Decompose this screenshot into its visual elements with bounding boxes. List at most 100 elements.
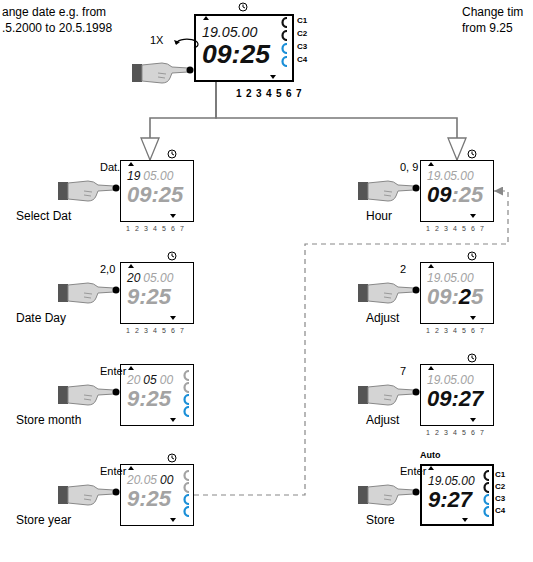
weekday-number: 2 [135,225,139,233]
weekday-number: 7 [180,327,184,335]
lcd-time: 09:25 [127,182,183,207]
lcd-date: 19.05.00 [202,24,257,40]
weekday-number: 1 [126,225,130,233]
lcd-date: 05.00 [143,271,173,285]
cursor-up [128,466,134,470]
weekday-number: 7 [296,88,302,99]
lcd-time: 09: [427,284,459,309]
weekday-number: 4 [153,225,157,233]
channel-c [185,407,190,416]
cursor-up [428,264,434,268]
cursor-down [170,214,176,218]
lcd-time-row: 09:25 [427,184,483,206]
cursor-up [428,366,434,370]
lcd-date-row: 19.05.00 [202,25,257,39]
channel-label: C3 [297,43,307,52]
weekday-number: 6 [471,225,475,233]
channel-label: C1 [495,471,505,480]
cursor-down [170,418,176,422]
weekday-number: 2 [246,88,252,99]
channel-c [485,495,490,504]
weekday-number: 6 [171,225,175,233]
channel-c [185,507,190,516]
pointing-hand [58,283,120,303]
screen-marks [128,150,476,522]
cursor-down [270,75,276,79]
key-label: Dat. [100,161,120,173]
lcd-time-row: 9:25 [127,286,171,308]
weekday-number: 6 [471,327,475,335]
lcd-time-row: 9:25 [127,488,171,510]
weekday-number: 3 [444,429,448,437]
pointing-hand [358,385,420,405]
channel-c [485,471,490,480]
cursor-down [470,418,476,422]
step-caption: Store year [16,514,71,527]
weekday-number: 5 [462,225,466,233]
cursor-up [128,366,134,370]
weekday-number: 1 [426,225,430,233]
weekday-number: 5 [276,88,282,99]
key-label: 0, 9 [400,161,418,173]
weekday-number: 4 [153,327,157,335]
lcd-time: 09:25 [202,39,270,69]
weekday-number: 1 [426,327,430,335]
lcd-time-row: 09:27 [427,388,483,410]
weekday-number: 4 [453,429,457,437]
lcd-time-row: 09:25 [127,184,183,206]
lcd-time-row: 09:25 [202,41,270,68]
lcd-time: 9:25 [127,284,171,309]
channel-label: C3 [495,495,505,504]
step-caption: Select Dat [16,210,71,223]
weekday-number: 1 [426,429,430,437]
channel-label: C1 [297,17,307,26]
lcd-screen: 19.05.009:27 [420,464,494,526]
clock-icon [468,252,476,260]
lcd-date: 19.05.00 [427,373,474,387]
cursor-up [128,264,134,268]
cursor-up [428,466,434,470]
step-caption: Store [366,514,395,527]
channel-c [283,44,288,53]
pointing-hand [132,63,194,83]
weekday-number: 5 [462,429,466,437]
clock-icon [468,354,476,362]
weekday-number: 7 [480,225,484,233]
lcd-date-row: 19.05.00 [427,170,474,182]
channel-symbols [283,18,288,66]
lcd-date-row: 19.05.00 [427,374,474,386]
weekday-number: 7 [480,327,484,335]
mode-label: Auto [420,451,441,461]
instruction-text: from 9.25 [462,22,513,35]
step-caption: Adjust [366,312,399,325]
clock-icon [168,454,176,462]
pointing-hand [358,283,420,303]
lcd-date: 20 [127,271,140,285]
lcd-screen: 2005009:25 [120,364,194,426]
clock-icon [239,3,247,11]
cursor-up [203,16,209,20]
lcd-screen: 19.05.00 09:27 [420,364,494,426]
channel-label: C2 [495,483,505,492]
lcd-screen: 19.05.00 09:25 [194,14,294,82]
key-label: 2,0 [100,263,115,275]
lcd-time-row: 9:25 [127,388,171,410]
instruction-text: .5.2000 to 20.5.1998 [2,22,112,35]
step-caption: Adjust [366,414,399,427]
channel-c [185,383,190,392]
lcd-time: 5 [471,284,483,309]
weekday-number: 5 [462,327,466,335]
channel-c [283,31,288,40]
key-label: Enter [100,365,126,377]
lcd-date-row: 19.05.00 [427,272,474,284]
channel-c [283,57,288,66]
weekday-number: 5 [162,225,166,233]
flow-arrow [150,82,216,160]
key-label: Enter [100,465,126,477]
channel-c [283,18,288,27]
cursor-down [462,518,468,522]
lcd-time-row: 09:25 [427,286,483,308]
cursor-down [470,316,476,320]
lcd-time: 09:27 [427,386,483,411]
